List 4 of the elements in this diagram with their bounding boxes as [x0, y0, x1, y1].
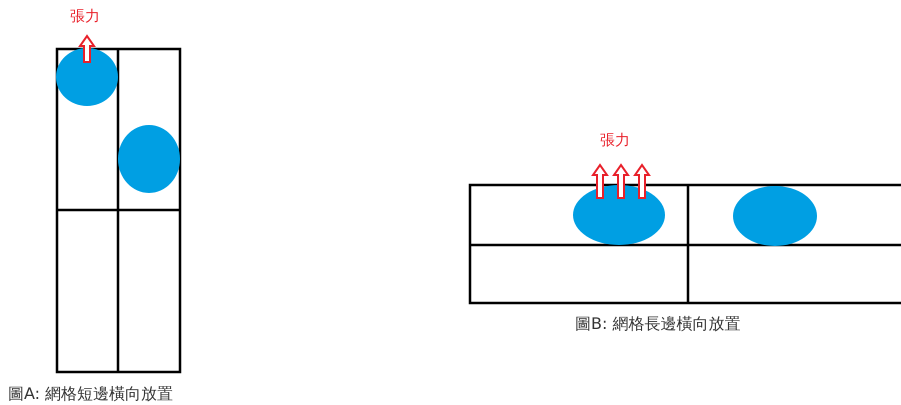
force-label: 張力 [600, 131, 630, 150]
force-label: 張力 [70, 7, 100, 26]
figure-caption: 圖B: 網格長邊橫向放置 [575, 314, 740, 334]
figure-caption: 圖A: 網格短邊橫向放置 [8, 384, 174, 404]
